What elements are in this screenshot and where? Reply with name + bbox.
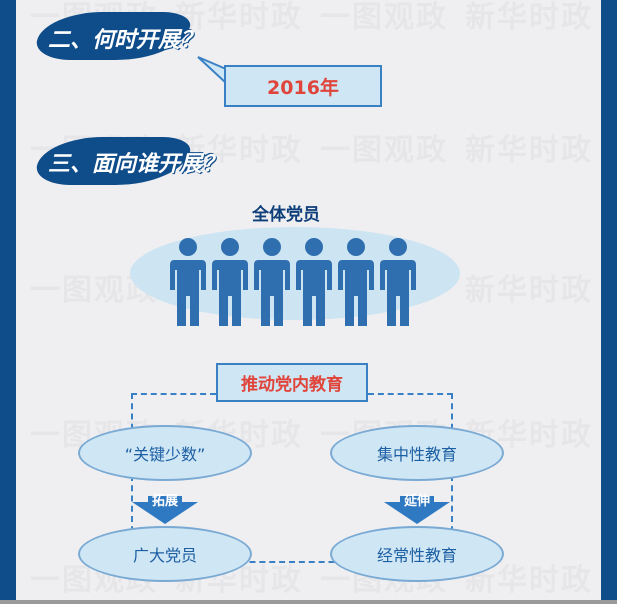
watermark: 新华时政 [465,125,593,169]
section2-title: 二、何时开展？ [48,28,203,53]
left-border [0,0,16,600]
node-key-few: “关键少数” [78,425,252,481]
right-border [601,0,617,600]
node-focused-education: 集中性教育 [330,425,504,481]
group-label: 全体党员 [252,205,320,225]
center-box: 推动党内教育 [216,363,368,402]
watermark: 新华时政 [465,265,593,309]
person-icon [338,238,374,328]
arrow-label: 拓展 [151,494,178,509]
watermark: 一图观政 [320,0,448,36]
person-icon [212,238,248,328]
node-all-members: 广大党员 [78,526,252,582]
down-arrow-icon [132,496,198,524]
answer-box: 2016年 [224,65,382,107]
person-icon [254,238,290,328]
watermark: 新华时政 [465,0,593,36]
arrow-extend: 延伸 [384,494,450,524]
watermark: 一图观政 [320,125,448,169]
person-icon [296,238,332,328]
bottom-divider [0,600,617,604]
arrow-expand: 拓展 [132,494,198,524]
arrow-label: 延伸 [403,494,430,509]
person-icon [170,238,206,328]
section3-title: 三、面向谁开展？ [48,152,225,177]
down-arrow-icon [384,496,450,524]
node-regular-education: 经常性教育 [330,526,504,582]
person-icon [380,238,416,328]
